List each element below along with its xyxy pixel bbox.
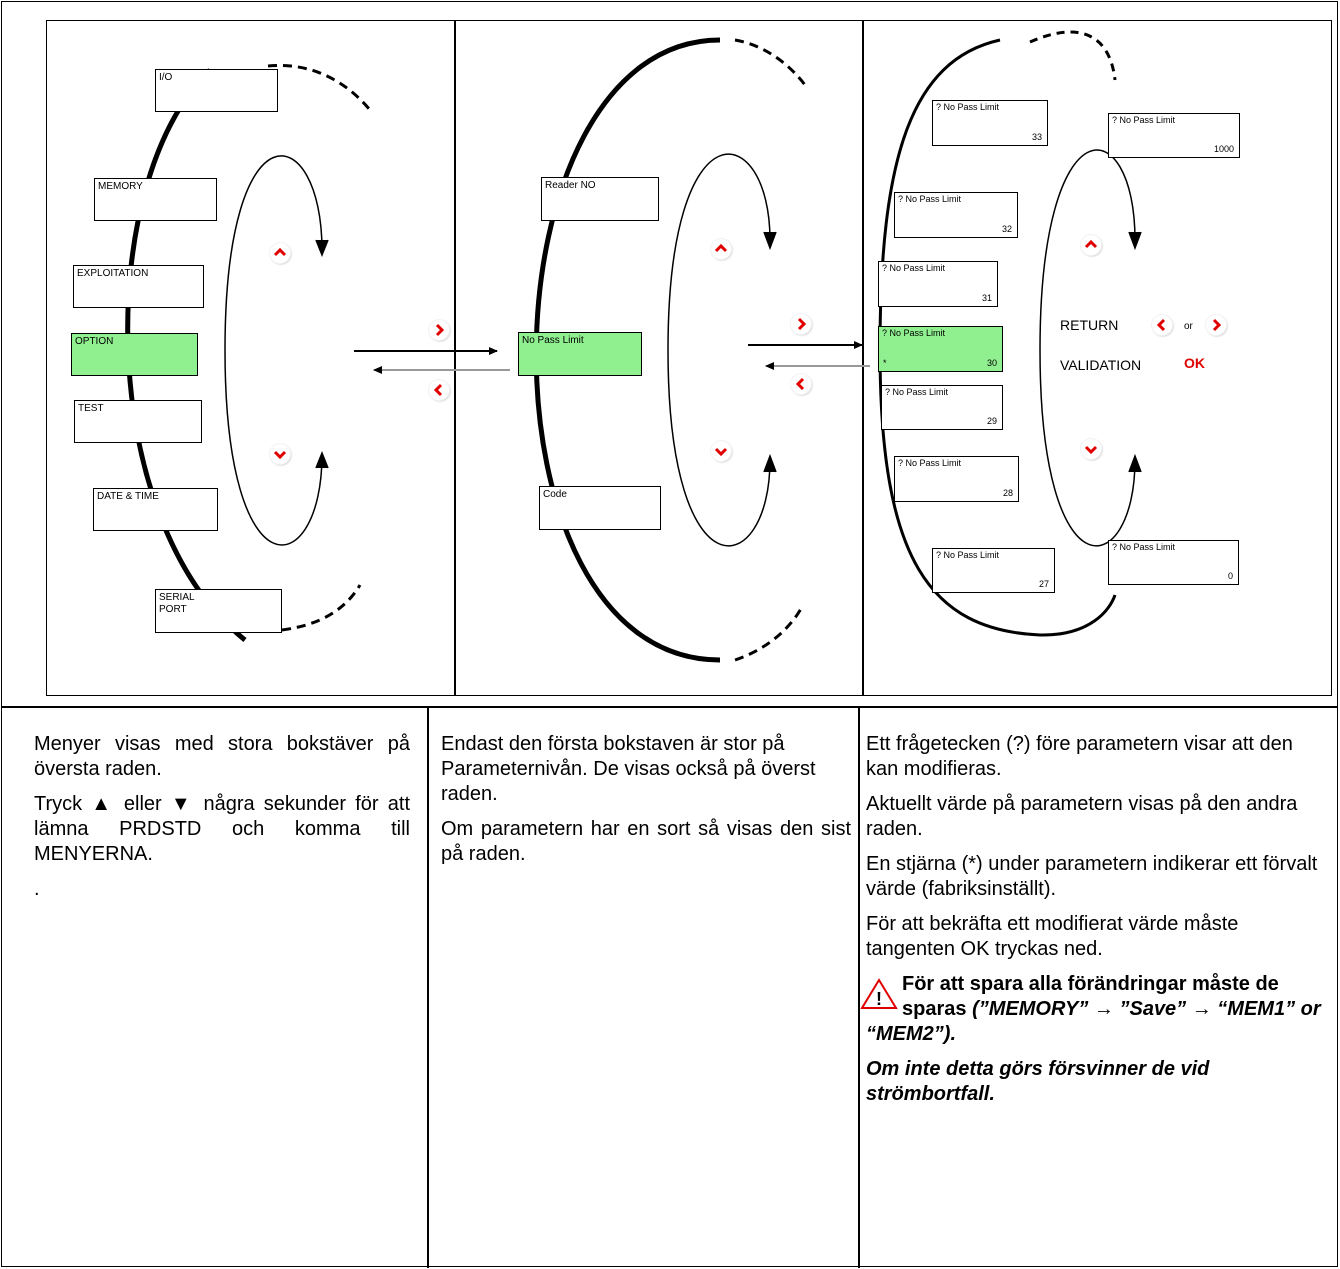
or-label: or — [1184, 321, 1193, 332]
menu-item-option[interactable]: OPTION — [71, 333, 198, 376]
value-box-31[interactable]: ? No Pass Limit 31 — [878, 261, 998, 307]
value-box-label: ? No Pass Limit — [898, 458, 962, 468]
value-box-0[interactable]: ? No Pass Limit 0 — [1108, 540, 1239, 585]
ok-label[interactable]: OK — [1184, 355, 1205, 371]
paragraph: Menyer visas med stora bokstäver på över… — [34, 733, 410, 780]
paragraph: Om parametern har en sort så visas den s… — [441, 818, 851, 865]
diagram-divider-1 — [454, 20, 456, 696]
value-box-value: 32 — [1001, 224, 1012, 234]
default-marker: * — [883, 358, 887, 368]
chevron-up-icon[interactable] — [1081, 235, 1101, 255]
value-box-label: ? No Pass Limit — [882, 328, 946, 338]
paragraph: Tryck ▲ eller ▼ några sekunder för att l… — [34, 793, 410, 865]
value-box-27[interactable]: ? No Pass Limit 27 — [932, 548, 1055, 593]
svg-text:!: ! — [876, 989, 882, 1009]
paragraph: Endast den första bokstaven är stor på P… — [441, 733, 816, 805]
menu-item-exploitation[interactable]: EXPLOITATION — [73, 265, 204, 308]
column-divider-2 — [858, 706, 860, 1268]
value-box-value: 29 — [986, 416, 997, 426]
value-box-label: ? No Pass Limit — [1112, 115, 1176, 125]
value-box-label: ? No Pass Limit — [898, 194, 962, 204]
chevron-left-icon[interactable] — [429, 380, 449, 400]
value-arc — [878, 38, 1117, 637]
chevron-down-icon[interactable] — [1081, 439, 1101, 459]
menu-item-serial-port[interactable]: SERIAL PORT — [155, 589, 282, 633]
diagram-frame — [46, 20, 1332, 696]
param-item-code[interactable]: Code — [539, 486, 661, 530]
chevron-down-icon[interactable] — [711, 441, 731, 461]
value-box-value: 27 — [1038, 579, 1049, 589]
value-box-value: 31 — [981, 293, 992, 303]
paragraph: . — [34, 878, 40, 900]
paragraph: Ett frågetecken (?) före parametern visa… — [866, 733, 1293, 780]
chevron-up-icon[interactable] — [711, 239, 731, 259]
value-box-32[interactable]: ? No Pass Limit 32 — [894, 192, 1018, 238]
value-box-value: 1000 — [1213, 144, 1234, 154]
value-box-30[interactable]: ? No Pass Limit * 30 — [878, 326, 1003, 372]
value-box-29[interactable]: ? No Pass Limit 29 — [881, 385, 1003, 430]
menu-item-test[interactable]: TEST — [74, 400, 202, 443]
param-item-no-pass-limit[interactable]: No Pass Limit — [518, 332, 642, 376]
paragraph: Aktuellt värde på parametern visas på de… — [866, 793, 1298, 840]
chevron-right-icon[interactable] — [429, 320, 449, 340]
menu-item-date-time[interactable]: DATE & TIME — [93, 488, 218, 531]
warning-paragraph: ! För att spara alla förändringar måste … — [860, 972, 1326, 1047]
value-box-label: ? No Pass Limit — [882, 263, 946, 273]
value-box-value: 30 — [986, 358, 997, 368]
description-column-3: Ett frågetecken (?) före parametern visa… — [860, 732, 1326, 1117]
value-box-value: 0 — [1227, 571, 1233, 581]
chevron-up-icon[interactable] — [270, 243, 290, 263]
menu-item-io[interactable]: I/O — [155, 69, 278, 112]
warning-path: (”MEMORY” → ”Save” → “MEM1” or “MEM2”). — [866, 998, 1321, 1045]
warning-note: Om inte detta görs försvinner de vid str… — [866, 1058, 1210, 1105]
return-label: RETURN — [1060, 317, 1119, 333]
menu-item-memory[interactable]: MEMORY — [94, 178, 217, 221]
chevron-right-icon[interactable] — [791, 314, 811, 334]
value-box-label: ? No Pass Limit — [885, 387, 949, 397]
description-column-1: Menyer visas med stora bokstäver på över… — [34, 732, 410, 912]
value-box-label: ? No Pass Limit — [936, 102, 1000, 112]
value-box-28[interactable]: ? No Pass Limit 28 — [894, 456, 1019, 502]
value-box-1000[interactable]: ? No Pass Limit 1000 — [1108, 113, 1240, 158]
diagram-divider-2 — [862, 20, 864, 696]
row-divider — [1, 706, 1338, 708]
chevron-left-icon[interactable] — [1152, 315, 1172, 335]
paragraph: En stjärna (*) under parametern indikera… — [866, 853, 1318, 900]
chevron-right-icon[interactable] — [1206, 315, 1226, 335]
param-item-reader-no[interactable]: Reader NO — [541, 177, 659, 221]
chevron-left-icon[interactable] — [791, 374, 811, 394]
value-box-label: ? No Pass Limit — [936, 550, 1000, 560]
column-divider-1 — [427, 706, 429, 1268]
warning-triangle-icon: ! — [860, 978, 898, 1009]
validation-label: VALIDATION — [1060, 357, 1142, 373]
value-box-value: 28 — [1002, 488, 1013, 498]
value-box-33[interactable]: ? No Pass Limit 33 — [932, 100, 1048, 146]
value-box-label: ? No Pass Limit — [1112, 542, 1176, 552]
value-box-value: 33 — [1031, 132, 1042, 142]
warning-text: För att spara alla förändringar måste de… — [902, 973, 1279, 1020]
chevron-down-icon[interactable] — [270, 444, 290, 464]
paragraph: För att bekräfta ett modifierat värde må… — [866, 913, 1239, 960]
description-column-2: Endast den första bokstaven är stor på P… — [441, 732, 851, 877]
